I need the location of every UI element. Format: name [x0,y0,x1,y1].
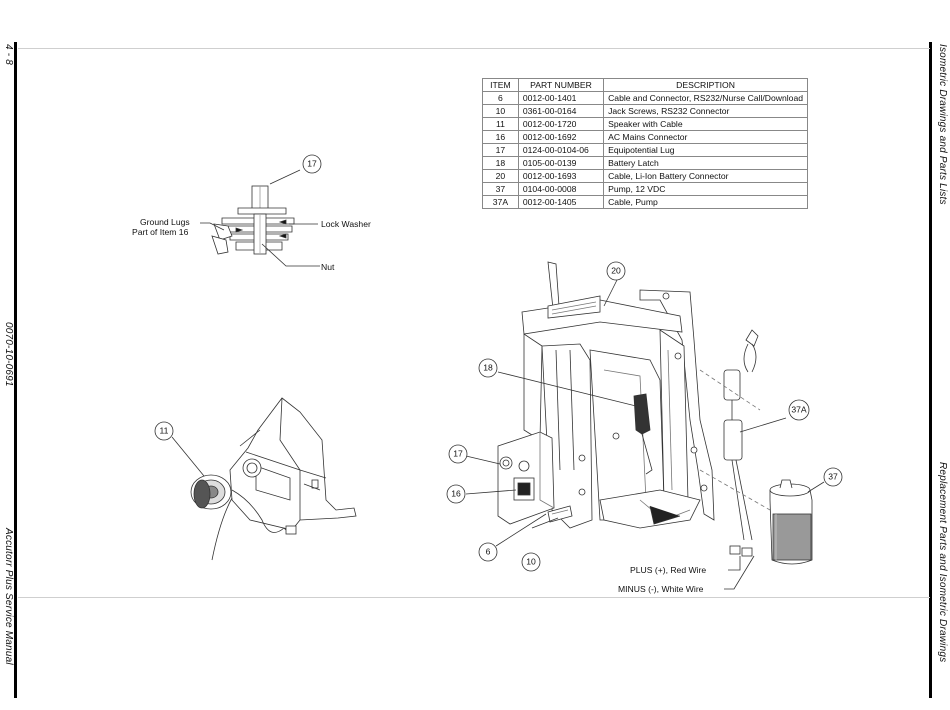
ground-lugs-label: Ground Lugs [140,217,190,227]
svg-text:17: 17 [307,158,317,168]
callout-6: 6 [478,542,498,562]
svg-text:6: 6 [486,546,491,556]
svg-text:17: 17 [453,448,463,458]
callout-17-main: 17 [448,444,468,464]
left-margin-bar [14,42,17,698]
callout-18: 18 [478,358,498,378]
callout-37: 37 [823,467,843,487]
minus-white-wire-label: MINUS (-), White Wire [618,584,704,594]
speaker-detail-drawing [171,397,357,561]
part-of-item-16-label: Part of Item 16 [132,227,189,237]
description-cell: Cable, Pump [603,195,808,209]
svg-text:18: 18 [483,362,493,372]
callout-16: 16 [446,484,466,504]
page-number: 4 - 8 [3,44,14,66]
callout-20: 20 [606,261,626,281]
manual-title: Accutorr Plus Service Manual [3,528,14,665]
svg-text:37A: 37A [791,404,807,414]
callout-11: 11 [154,421,174,441]
parts-table-header: ITEM PART NUMBER DESCRIPTION [482,78,808,92]
section-title-top: Isometric Drawings and Parts Lists [937,44,948,205]
document-number: 0070-10-0691 [3,322,14,387]
right-margin-bar [929,42,932,698]
callout-37a: 37A [788,399,810,421]
part-number-cell: 0012-00-1405 [517,195,605,209]
lug-detail-drawing [200,169,320,267]
chassis-drawing [465,261,825,590]
svg-text:11: 11 [160,425,169,435]
top-rule [18,48,930,49]
callout-17-lug: 17 [302,154,322,174]
svg-text:10: 10 [526,556,536,566]
nut-label: Nut [321,262,335,272]
plus-red-wire-label: PLUS (+), Red Wire [630,565,706,575]
section-title-bottom: Replacement Parts and Isometric Drawings [937,462,948,663]
callout-10: 10 [521,552,541,572]
svg-text:37: 37 [828,471,838,481]
svg-text:16: 16 [451,488,461,498]
bottom-rule [18,597,930,598]
svg-text:20: 20 [611,265,621,275]
lock-washer-label: Lock Washer [321,219,371,229]
